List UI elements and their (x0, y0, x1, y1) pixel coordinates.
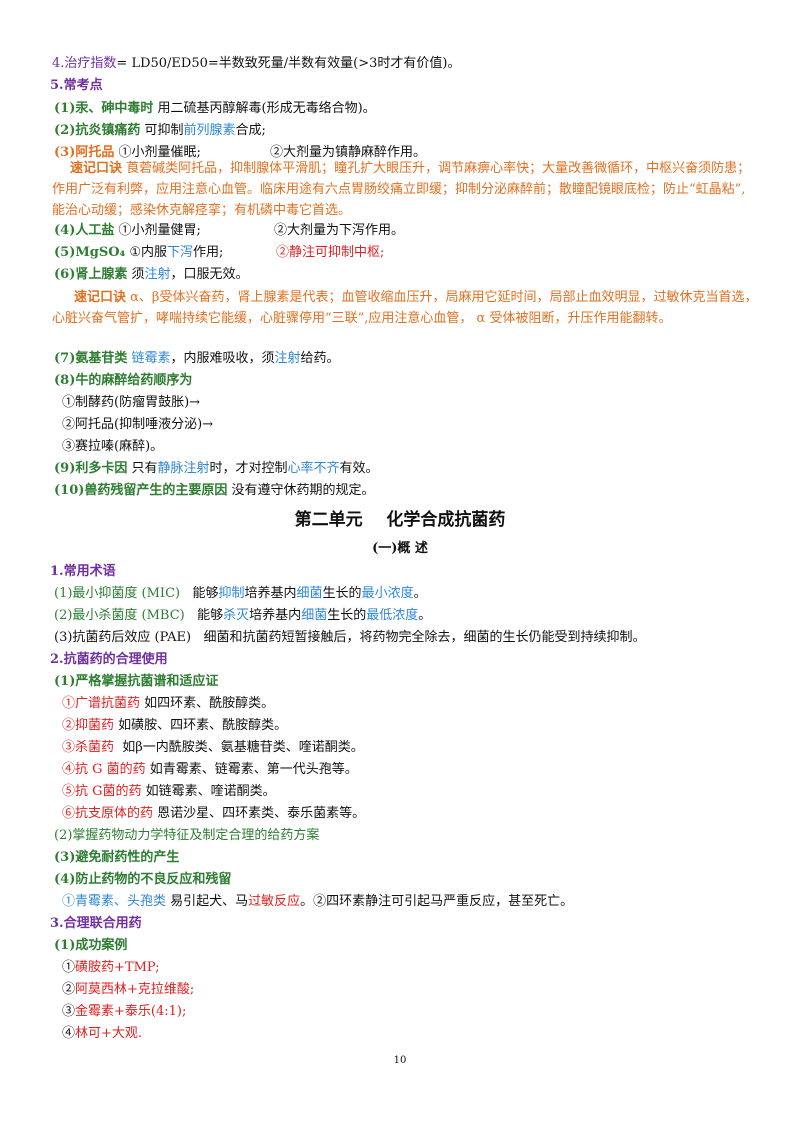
mnemonic-atropine: 速记口诀 莨菪碱类阿托品，抑制腺体平滑肌；瞳孔扩大眼压升，调节麻痹心率快；大量改… (52, 161, 751, 218)
anesthesia-step-1: ①制酵药(防瘤胃鼓胀)→ (62, 395, 201, 410)
item-atropine: (3)阿托品 ①小剂量催眠; (54, 145, 201, 160)
combo-1: ①磺胺药+TMP; (62, 960, 160, 975)
anesthesia-step-3: ③赛拉嗪(麻醉)。 (62, 439, 164, 454)
item-aminoglycosides: (7)氨基苷类 链霉素，内服难吸收，须注射给药。 (54, 351, 340, 366)
item-artificial-salt: (4)人工盐 ①小剂量健胃; (54, 223, 201, 238)
page-number: 10 (393, 1055, 407, 1066)
spectrum-anti-g-2: ⑤抗 G菌的药 如链霉素、喹诺酮类。 (62, 784, 276, 799)
heading-rational-use: 2.抗菌药的合理使用 (50, 652, 168, 667)
item-anti-inflammatory: (2)抗炎镇痛药 可抑制前列腺素合成; (54, 123, 266, 138)
spectrum-broad: ①广谱抗菌药 如四环素、酰胺醇类。 (62, 696, 275, 711)
item-adrenaline: (6)肾上腺素 须注射，口服无效。 (54, 267, 249, 282)
item-artificial-salt-large-dose: ②大剂量为下泻作用。 (274, 223, 405, 238)
adverse-reaction-detail: ①青霉素、头孢类 易引起犬、马过敏反应。②四环素静注可引起马严重反应，甚至死亡。 (62, 894, 574, 909)
term-mic: (1)最小抑菌度 (MIC) 能够抑制培养基内细菌生长的最小浓度。 (54, 586, 427, 601)
item-cattle-anesthesia: (8)牛的麻醉给药顺序为 (54, 373, 193, 388)
item-lidocaine: (9)利多卡因 只有静脉注射时，才对控制心率不齐有效。 (54, 461, 379, 476)
anesthesia-step-2: ②阿托品(抑制唾液分泌)→ (62, 417, 214, 432)
item-pharmacokinetics: (2)掌握药物动力学特征及制定合理的给药方案 (54, 828, 320, 843)
item-mercury-arsenic: (1)汞、砷中毒时 用二硫基丙醇解毒(形成无毒络合物)。 (54, 101, 376, 116)
combo-2: ②阿莫西林+克拉维酸; (62, 982, 195, 997)
spectrum-bacteriostatic: ②抑菌药 如磺胺、四环素、酰胺醇类。 (62, 718, 288, 733)
item-success-cases: (1)成功案例 (54, 938, 128, 953)
spectrum-mycoplasma: ⑥抗支原体的药 恩诺沙星、四环素类、泰乐菌素等。 (62, 806, 366, 821)
heading-combination: 3.合理联合用药 (50, 916, 142, 931)
term-pae: (3)抗菌药后效应 (PAE) 细菌和抗菌药短暂接触后，将药物完全除去，细菌的生… (54, 630, 646, 645)
section-heading-5: 5.常考点 (50, 78, 103, 93)
item-atropine-large-dose: ②大剂量为镇静麻醉作用。 (270, 145, 427, 160)
heading-terms: 1.常用术语 (50, 564, 116, 579)
item-drug-residue: (10)兽药残留产生的主要原因 没有遵守休药期的规定。 (54, 483, 375, 498)
item-mgso4-iv: ②静注可抑制中枢; (276, 245, 385, 260)
item-spectrum: (1)严格掌握抗菌谱和适应证 (54, 674, 219, 689)
combo-3: ③金霉素+泰乐(4:1); (62, 1004, 187, 1019)
therapeutic-index-line: 4.治疗指数= LD50/ED50=半数致死量/半数有效量(>3时才有价值)。 (52, 56, 461, 71)
spectrum-bactericidal: ③杀菌药 如β一内酰胺类、氨基糖苷类、喹诺酮类。 (62, 740, 364, 755)
term-mbc: (2)最小杀菌度 (MBC) 能够杀灭培养基内细菌生长的最低浓度。 (54, 608, 432, 623)
subsection-overview: (一)概 述 (372, 541, 428, 556)
spectrum-anti-g-1: ④抗 G 菌的药 如青霉素、链霉素、第一代头孢等。 (62, 762, 358, 777)
item-avoid-resistance: (3)避免耐药性的产生 (54, 850, 180, 865)
item-adverse-reactions: (4)防止药物的不良反应和残留 (54, 872, 232, 887)
item-mgso4: (5)MgSO₄ ①内服下泻作用; (54, 245, 224, 260)
combo-4: ④林可+大观. (62, 1026, 143, 1041)
unit-title: 第二单元 化学合成抗菌药 (294, 510, 506, 530)
mnemonic-adrenaline: 速记口诀 α、β受体兴奋药，肾上腺素是代表；血管收缩血压升，局麻用它延时间，局部… (52, 290, 758, 326)
